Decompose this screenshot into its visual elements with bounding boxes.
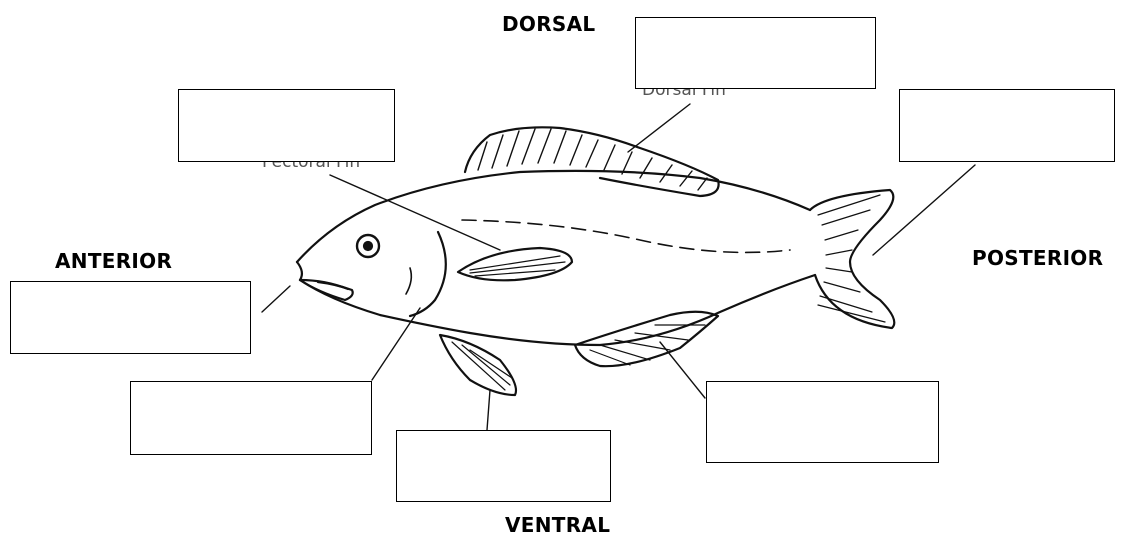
answer-box-dorsal-fin[interactable] [635,17,876,89]
fish-body-top [297,171,810,262]
anal-fin [575,312,718,366]
leader-dorsal-fin [628,104,690,152]
leader-pectoral-fin [330,175,500,250]
caudal-fin [810,190,894,328]
answer-box-anal-fin[interactable] [706,381,939,463]
answer-box-mouth[interactable] [10,281,251,354]
lateral-line [462,220,790,252]
answer-box-caudal-fin[interactable] [899,89,1115,162]
direction-dorsal: DORSAL [502,12,595,36]
direction-ventral: VENTRAL [505,513,610,537]
gill-cover-line [410,232,446,316]
answer-box-pelvic-fin[interactable] [396,430,611,502]
answer-box-gill-cover[interactable] [130,381,372,455]
fish-body-bottom [300,275,815,345]
direction-anterior: ANTERIOR [55,249,172,273]
leader-anal-fin [660,342,705,398]
leader-mouth [262,286,290,312]
direction-posterior: POSTERIOR [972,246,1103,270]
leader-pelvic-fin [487,390,490,430]
answer-box-pectoral-fin[interactable] [178,89,395,162]
